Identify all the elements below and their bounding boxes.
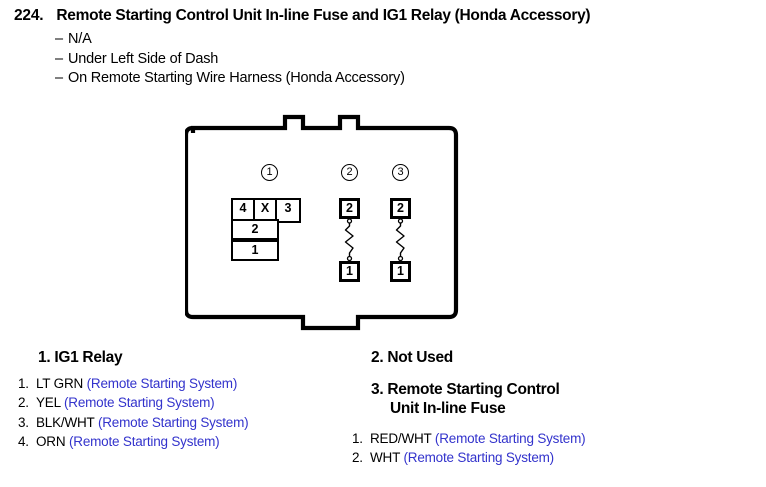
dash-bullet: – <box>55 31 63 47</box>
legend-item-system: (Remote Starting System) <box>97 414 249 430</box>
legend-heading-3: 3. Remote Starting Control Unit In-line … <box>371 380 560 418</box>
legend-item-wire: RED/WHT <box>370 431 432 446</box>
legend-item-wire: WHT <box>370 450 400 466</box>
legend-item-index: 1. <box>18 376 29 391</box>
relay-top-row: 4 X 3 <box>231 198 301 223</box>
legend-item-system: (Remote Starting System) <box>86 376 238 391</box>
connector-housing-path <box>185 114 459 331</box>
legend-heading-3-line2: Unit In-line Fuse <box>390 400 506 417</box>
connector-diagram: 1 2 3 4 X 3 2 1 2 1 2 <box>185 112 465 340</box>
legend-item-index: 1. <box>352 431 363 446</box>
relay-pin-4: 4 <box>233 200 255 221</box>
legend-item-system: (Remote Starting System) <box>434 431 586 446</box>
callout-2: 2 <box>341 164 358 181</box>
relay-terminal-block: 4 X 3 2 1 <box>231 198 301 264</box>
legend-list-3: 1. RED/WHT (Remote Starting System) 2. WHT… <box>352 429 586 468</box>
location-note-text: Under Left Side of Dash <box>68 50 219 67</box>
legend-item-wire: ORN <box>36 434 66 450</box>
fuse-2-element-icon <box>344 218 354 262</box>
callout-3: 3 <box>392 164 409 181</box>
callout-1: 1 <box>261 164 278 181</box>
legend-item-wire: YEL <box>36 395 61 411</box>
pin-layout: 1 2 3 4 X 3 2 1 2 1 2 <box>185 112 465 340</box>
legend-item-system: (Remote Starting System) <box>403 450 554 466</box>
legend-item-system: (Remote Starting System) <box>68 434 220 450</box>
relay-pin-1: 1 <box>231 240 279 261</box>
connector-outline-svg <box>185 114 459 331</box>
relay-pin-2: 2 <box>231 219 279 240</box>
fuse-2-terminal-2: 2 <box>339 198 360 219</box>
fuse-3-terminal-1: 1 <box>390 261 411 282</box>
fuse-3-terminal-2: 2 <box>390 198 411 219</box>
relay-pin-x: X <box>255 200 277 221</box>
fuse-2-terminal-1: 1 <box>339 261 360 282</box>
legend-heading-1: 1. IG1 Relay <box>38 349 123 366</box>
fuse-symbol-3: 2 1 <box>390 198 411 282</box>
legend-item: 2. YEL (Remote Starting System) <box>18 393 248 412</box>
legend-item: 1. LT GRN (Remote Starting System) <box>18 374 248 393</box>
page-title: 224. Remote Starting Control Unit In-lin… <box>14 7 759 25</box>
legend-item-wire: LT GRN <box>36 376 84 391</box>
legend-item-index: 3. <box>18 414 29 430</box>
dash-bullet: – <box>55 70 63 86</box>
legend-heading-2: 2. Not Used <box>371 349 453 366</box>
legend-item-wire: BLK/WHT <box>36 414 95 430</box>
legend-item: 1. RED/WHT (Remote Starting System) <box>352 429 586 448</box>
location-note-text: N/A <box>68 31 92 47</box>
location-notes: –N/A –Under Left Side of Dash –On Remote… <box>55 30 405 89</box>
legend-heading-3-line1: 3. Remote Starting Control <box>371 381 560 398</box>
legend-item-system: (Remote Starting System) <box>63 395 215 411</box>
fuse-3-element-icon <box>395 218 405 262</box>
legend-item: 2. WHT (Remote Starting System) <box>352 448 585 467</box>
fuse-symbol-2: 2 1 <box>339 198 360 282</box>
title-number: 224. <box>14 7 44 24</box>
legend-item: 4. ORN (Remote Starting System) <box>18 432 248 451</box>
legend-item-index: 2. <box>352 450 363 466</box>
location-note-text: On Remote Starting Wire Harness (Honda A… <box>68 70 405 86</box>
legend-list-1: 1. LT GRN (Remote Starting System) 2. YEL … <box>18 374 249 452</box>
legend-item-index: 2. <box>18 395 29 411</box>
title-text: Remote Starting Control Unit In-line Fus… <box>56 7 591 24</box>
location-note: –N/A <box>55 30 405 50</box>
location-note: –On Remote Starting Wire Harness (Honda … <box>55 69 405 89</box>
dash-bullet: – <box>55 50 63 67</box>
legend-item: 3. BLK/WHT (Remote Starting System) <box>18 413 249 432</box>
location-note: –Under Left Side of Dash <box>55 50 405 70</box>
relay-pin-3: 3 <box>284 201 292 215</box>
legend-item-index: 4. <box>18 434 29 450</box>
